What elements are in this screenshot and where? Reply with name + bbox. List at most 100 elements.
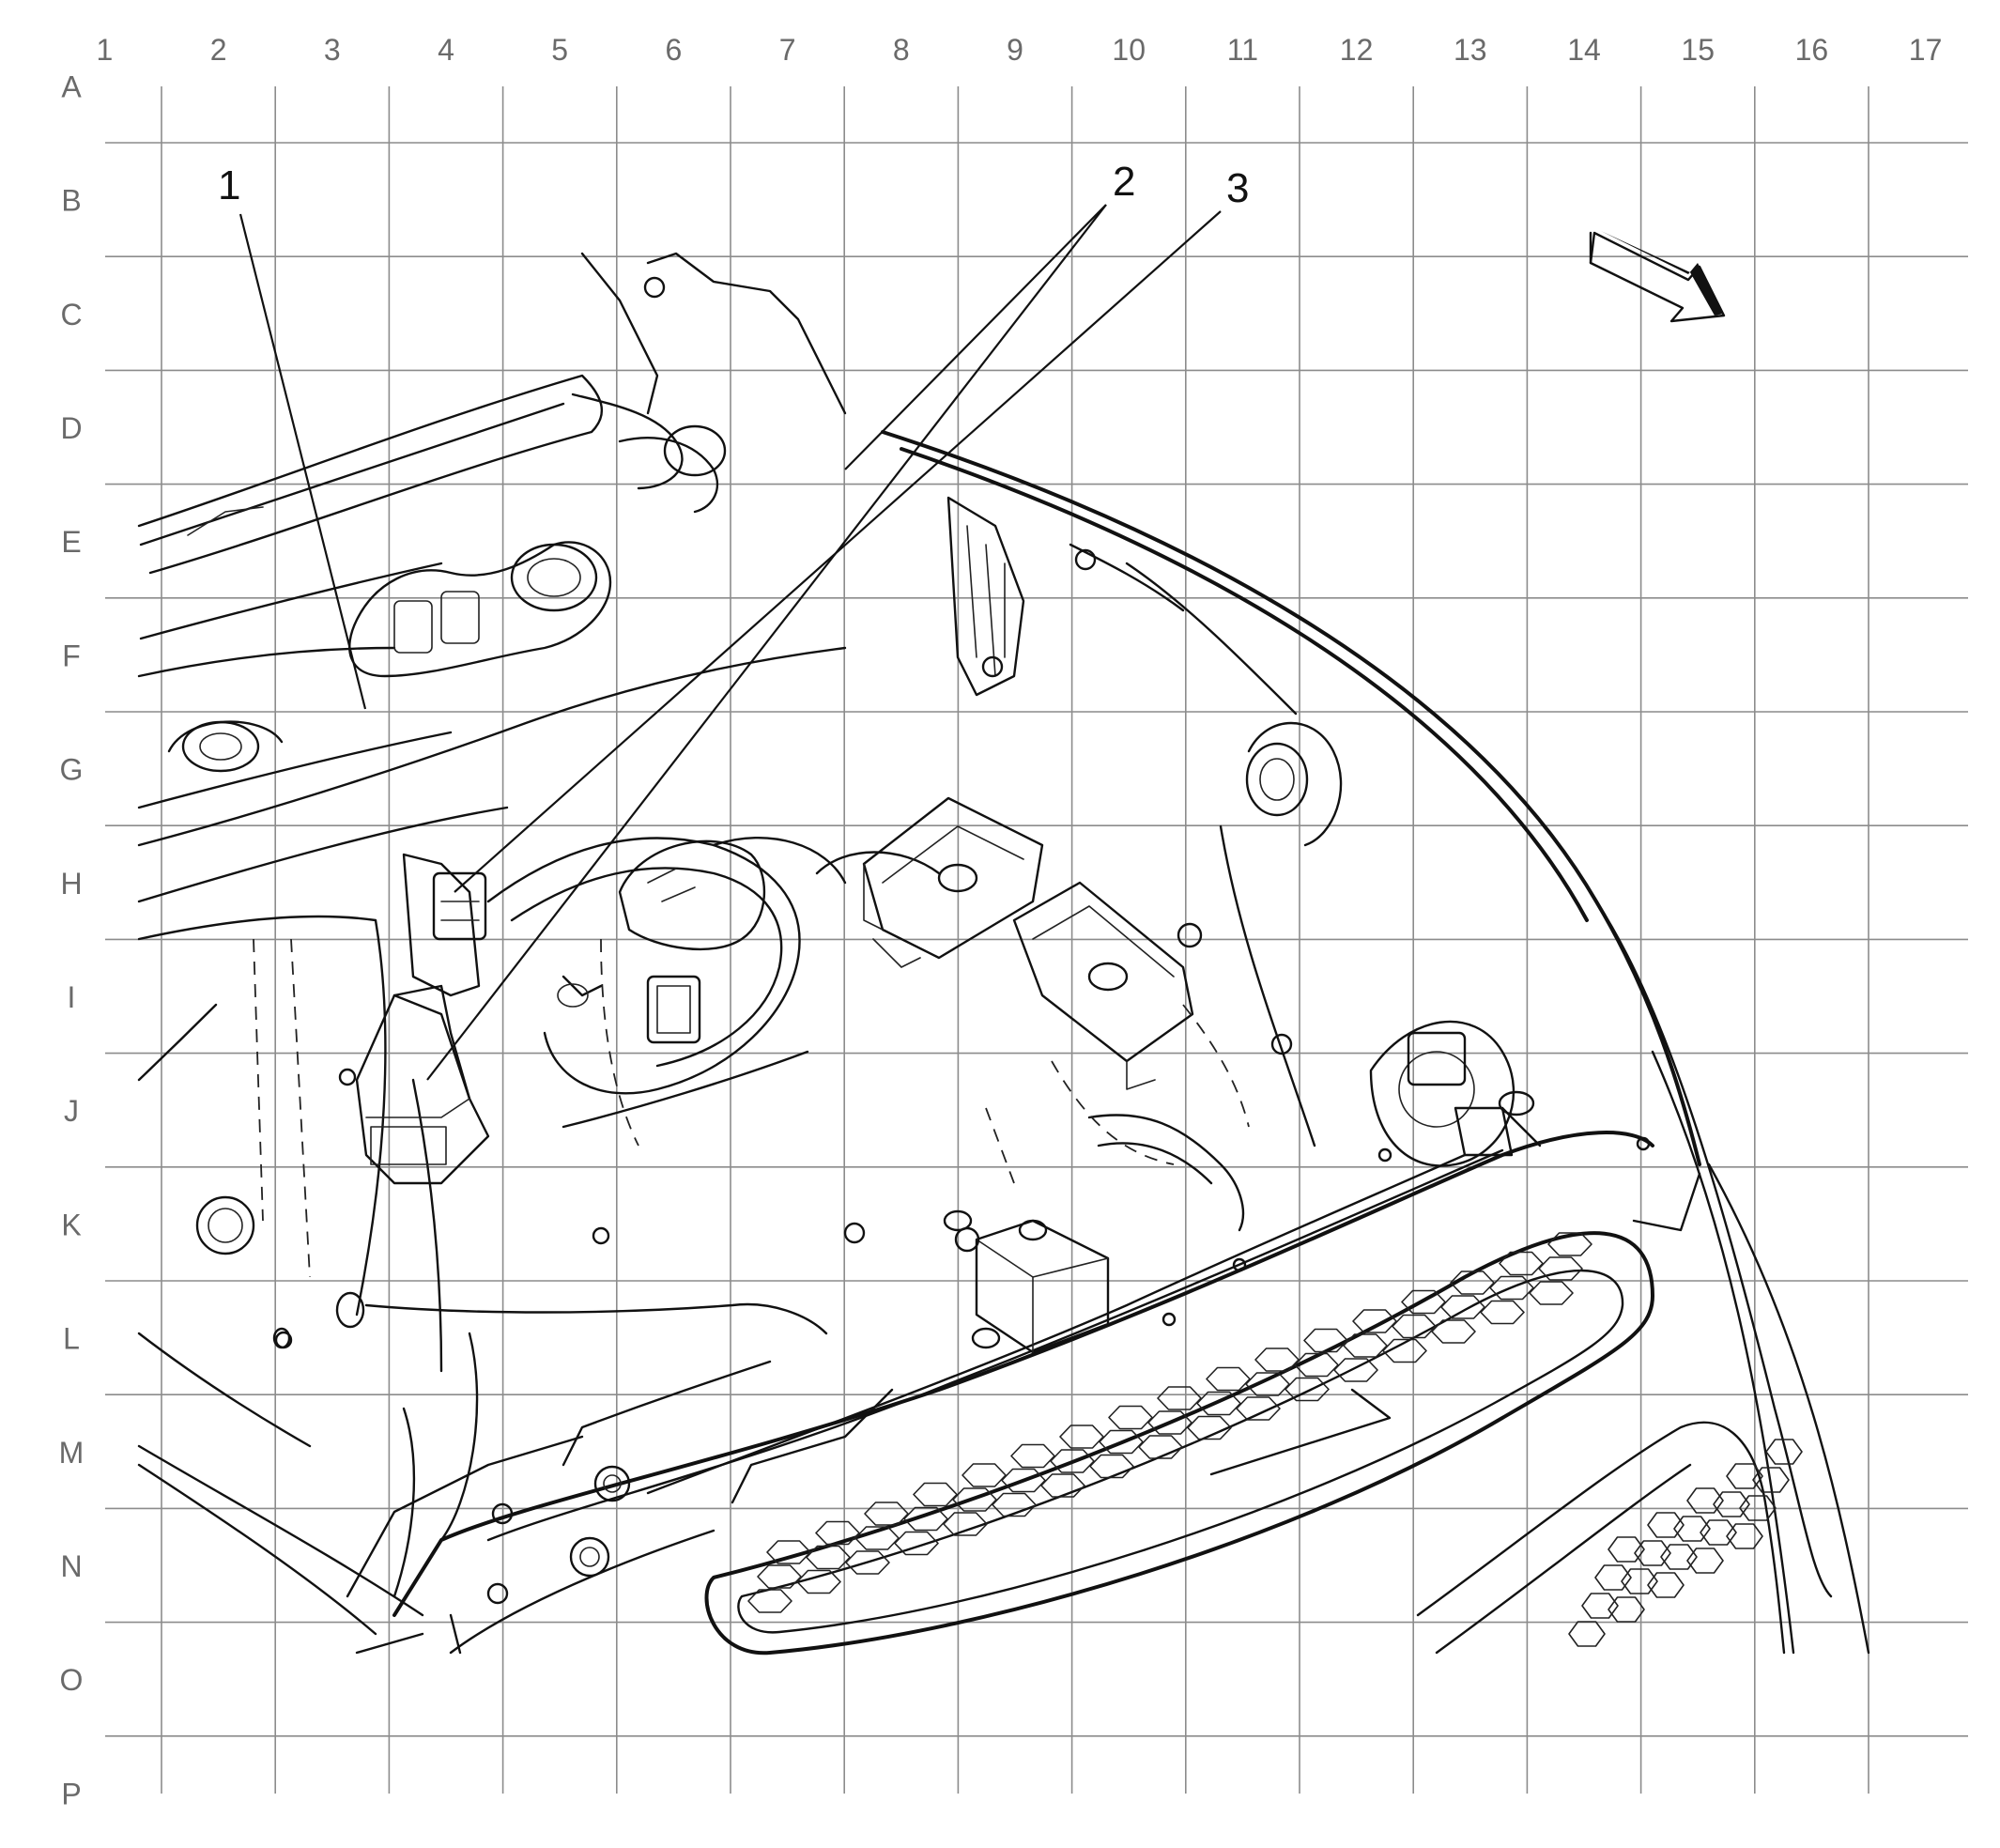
grille-cell [757, 1564, 802, 1589]
grille-cell [1392, 1314, 1437, 1339]
grille-cell [1700, 1519, 1737, 1546]
grille-cell [1138, 1435, 1183, 1459]
grille-cell [1099, 1429, 1144, 1455]
grille-cell [1713, 1491, 1750, 1517]
wiring-harness [486, 836, 941, 1129]
grille-cell [1431, 1319, 1476, 1344]
grille-cell [1621, 1568, 1658, 1594]
grid-column-label: 13 [1454, 33, 1487, 67]
callout-label-1: 1 [218, 162, 240, 208]
grille-cell [1480, 1300, 1525, 1325]
grille-cell [1634, 1540, 1671, 1566]
grid-row-label: D [60, 411, 82, 445]
grille-cell [943, 1512, 988, 1536]
grid-row-label: L [63, 1322, 80, 1356]
grille-cell [1529, 1281, 1574, 1305]
grille-cell [1489, 1275, 1534, 1301]
grille-cell [992, 1492, 1037, 1517]
grid-row-label: J [64, 1094, 79, 1128]
grid-lines [105, 86, 1968, 1794]
grid-row-label: B [61, 184, 81, 218]
grille-cell [1254, 1348, 1300, 1372]
lower-grille-honeycomb [1568, 1439, 1803, 1647]
grille-cell [1686, 1487, 1724, 1514]
grille-cell [796, 1569, 841, 1594]
grid-column-label: 15 [1681, 33, 1715, 67]
underhood-fuse-block [355, 853, 490, 1185]
upper-grille [704, 1231, 1654, 1656]
grid-row-label: I [68, 980, 76, 1014]
grille-cell [1547, 1232, 1592, 1256]
grille-cell [1686, 1548, 1724, 1574]
grille-cell [1647, 1572, 1685, 1598]
grille-cell [1765, 1439, 1803, 1465]
grille-cell [1285, 1377, 1330, 1402]
grid-column-label: 9 [1007, 33, 1023, 67]
grille-cell [1333, 1358, 1378, 1382]
grille-cell [1726, 1463, 1763, 1489]
grid-row-label: G [60, 753, 84, 787]
hidden-lines [600, 938, 1250, 1184]
grille-cell [1568, 1621, 1606, 1647]
wiper-motor [348, 424, 727, 678]
grid-row-label: C [60, 298, 82, 331]
grille-cell [1001, 1468, 1046, 1493]
grid-row-label: P [61, 1777, 81, 1810]
grid-column-label: 11 [1227, 33, 1258, 67]
callout-leader-2a [426, 204, 1107, 1081]
grille-cell [1726, 1523, 1763, 1549]
grille-cell [952, 1487, 997, 1512]
grille-cell [1187, 1415, 1232, 1440]
grille-cell [1108, 1405, 1153, 1430]
grid-column-label: 16 [1795, 33, 1829, 67]
grid-column-label: 2 [210, 33, 227, 67]
upper-grille-honeycomb [747, 1232, 1592, 1613]
grille-cell [1089, 1454, 1134, 1479]
grid-column-label: 6 [666, 33, 683, 67]
grid-column-label: 7 [779, 33, 796, 67]
grille-cell [1157, 1386, 1202, 1410]
relay-box-1 [862, 796, 1044, 968]
grille-cell [806, 1545, 851, 1570]
grille-cell [1294, 1352, 1339, 1378]
callout-label-2: 2 [1113, 159, 1135, 205]
grid-column-label: 4 [438, 33, 454, 67]
grille-cell [1040, 1473, 1085, 1498]
callouts: 1 2 3 [218, 159, 1249, 1081]
grille-cell [1303, 1328, 1348, 1353]
grille-cell [815, 1520, 860, 1546]
grid-row-label: A [61, 69, 82, 103]
radiator-support [346, 1131, 1654, 1655]
grille-cell [913, 1482, 958, 1507]
strut-tower [167, 720, 284, 1255]
grille-cell [1450, 1270, 1495, 1295]
battery-cable [364, 1114, 1245, 1354]
grid-column-label: 1 [97, 33, 114, 67]
view-direction-arrow-icon [1589, 231, 1726, 323]
hood-edge [881, 430, 1870, 1655]
grille-cell [1147, 1410, 1192, 1435]
grille-cell [864, 1502, 909, 1526]
grid-column-label: 17 [1909, 33, 1943, 67]
grid-row-label: H [60, 867, 82, 901]
grid-column-label: 3 [324, 33, 341, 67]
headlamp-assembly [946, 496, 1542, 1167]
grille-cell [962, 1463, 1007, 1487]
grille-cell [1660, 1544, 1698, 1570]
grid-row-label: M [59, 1436, 85, 1470]
grille-cell [1206, 1366, 1251, 1392]
grille-cell [766, 1540, 811, 1564]
grille-cell [1050, 1449, 1095, 1473]
grille-cell [1608, 1596, 1645, 1623]
grille-cell [1647, 1512, 1685, 1538]
grille-cell [1352, 1309, 1397, 1333]
grid-row-label: E [61, 525, 81, 559]
callout-leader-1 [238, 213, 367, 710]
grille-cell [1059, 1424, 1104, 1449]
left-apron [137, 915, 479, 1636]
cowl-panel [137, 252, 847, 903]
